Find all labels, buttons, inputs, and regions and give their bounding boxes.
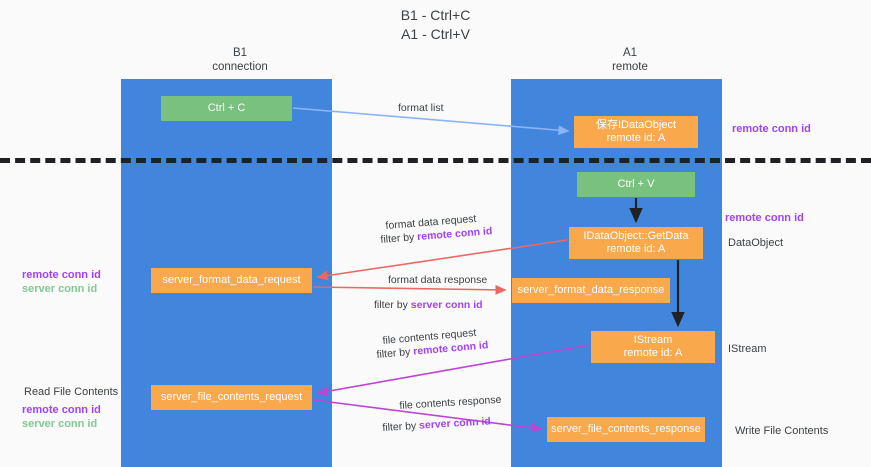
label-format-data-response-filter: filter by server conn id — [374, 298, 483, 313]
filter-key-server-conn-id: server conn id — [410, 299, 483, 311]
annotation-dataobject: DataObject — [728, 237, 784, 249]
annotation-conn-ids-mid: remote conn id server conn id — [22, 268, 101, 296]
node-istream[interactable]: IStream remote id: A — [591, 331, 715, 363]
annotation-remote-conn-id-mid: remote conn id — [725, 212, 804, 224]
node-server-format-data-request[interactable]: server_format_data_request — [151, 268, 312, 293]
node-ctrl-v[interactable]: Ctrl + V — [577, 172, 695, 197]
annotation-read-file-contents: Read File Contents — [24, 386, 119, 398]
node-ctrl-c[interactable]: Ctrl + C — [161, 96, 292, 121]
annotation-remote-conn-id: remote conn id — [22, 404, 101, 416]
node-server-file-contents-request[interactable]: server_file_contents_request — [151, 385, 312, 410]
section-divider — [0, 158, 871, 163]
label-format-data-response: format data response — [388, 274, 488, 286]
arrow-format-list — [292, 107, 570, 136]
arrow-format-data-response — [312, 284, 507, 295]
annotation-remote-conn-id: remote conn id — [22, 269, 101, 281]
annotation-remote-conn-id-top: remote conn id — [732, 123, 811, 135]
annotation-write-file-contents: Write File Contents — [735, 425, 829, 437]
arrow-file-contents-request — [316, 344, 590, 397]
node-server-file-contents-response[interactable]: server_file_contents_response — [547, 417, 705, 442]
node-idataobject-getdata[interactable]: IDataObject::GetData remote id: A — [569, 227, 703, 259]
annotation-server-conn-id: server conn id — [22, 283, 98, 295]
column-header-a1: A1 remote — [612, 47, 648, 73]
node-save-idataobject[interactable]: 保存IDataObject remote id: A — [574, 116, 698, 148]
filter-prefix: filter by — [382, 419, 420, 434]
filter-key-server-conn-id: server conn id — [418, 415, 492, 432]
node-server-format-data-response[interactable]: server_format_data_response — [512, 278, 670, 303]
page-title: B1 - Ctrl+C A1 - Ctrl+V — [400, 7, 471, 42]
arrow-format-data-request — [316, 239, 568, 281]
annotation-conn-ids-bottom: remote conn id server conn id — [22, 403, 101, 431]
filter-prefix: filter by — [374, 299, 411, 311]
filter-prefix: filter by — [380, 231, 418, 246]
column-header-b1: B1 connection — [212, 47, 268, 73]
filter-prefix: filter by — [376, 345, 414, 361]
annotation-istream: IStream — [728, 343, 767, 355]
label-format-list: format list — [398, 102, 444, 114]
annotation-server-conn-id: server conn id — [22, 418, 98, 430]
arrow-file-contents-response — [313, 399, 543, 433]
